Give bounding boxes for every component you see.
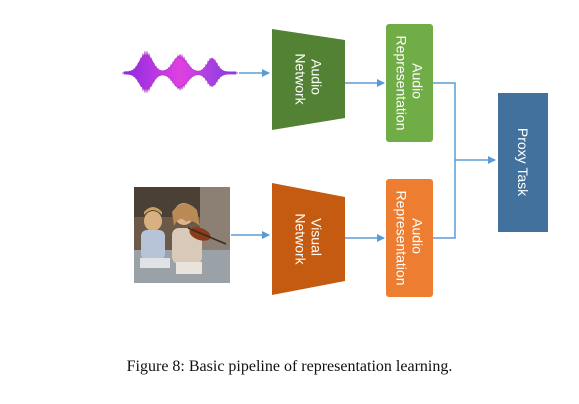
visual-network-label-line1: Visual [309,218,325,256]
audio-representation-top-label-line2: Representation [394,36,410,131]
audio-network-shape [272,29,345,130]
visual-network-label: Visual Network [293,213,325,265]
audio-representation-bottom-label-line1: Audio [410,218,426,254]
audio-network-label: Audio Network [293,53,325,105]
connectors [231,69,496,242]
figure-caption: Figure 8: Basic pipeline of representati… [126,358,453,375]
audio-representation-top-shape [386,24,433,142]
video-frame-photo-icon [134,187,230,283]
audio-network-label-line1: Audio [309,59,325,95]
audio-representation-bottom-label-line2: Representation [394,191,410,286]
proxy-task-label: Proxy Task [515,128,531,197]
proxy-task-label-line1: Proxy Task [515,128,531,197]
audio-waveform-icon [122,51,238,93]
edge-top-representation-to-merge [433,82,456,160]
audio-representation-top-block: Audio Representation [386,24,433,142]
audio-representation-bottom-block: Audio Representation [386,179,433,297]
audio-representation-bottom-shape [386,179,433,297]
proxy-task-shape [498,93,548,232]
visual-network-shape [272,183,345,295]
audio-network-block: Audio Network [272,29,345,130]
audio-representation-top-label: Audio Representation [394,36,426,131]
visual-network-block: Visual Network [272,183,345,295]
visual-network-label-line2: Network [293,213,309,265]
audio-representation-top-label-line1: Audio [410,63,426,99]
proxy-task-block: Proxy Task [498,93,548,232]
edge-bottom-representation-to-merge [433,160,456,239]
audio-network-label-line2: Network [293,53,309,105]
audio-representation-bottom-label: Audio Representation [394,191,426,286]
